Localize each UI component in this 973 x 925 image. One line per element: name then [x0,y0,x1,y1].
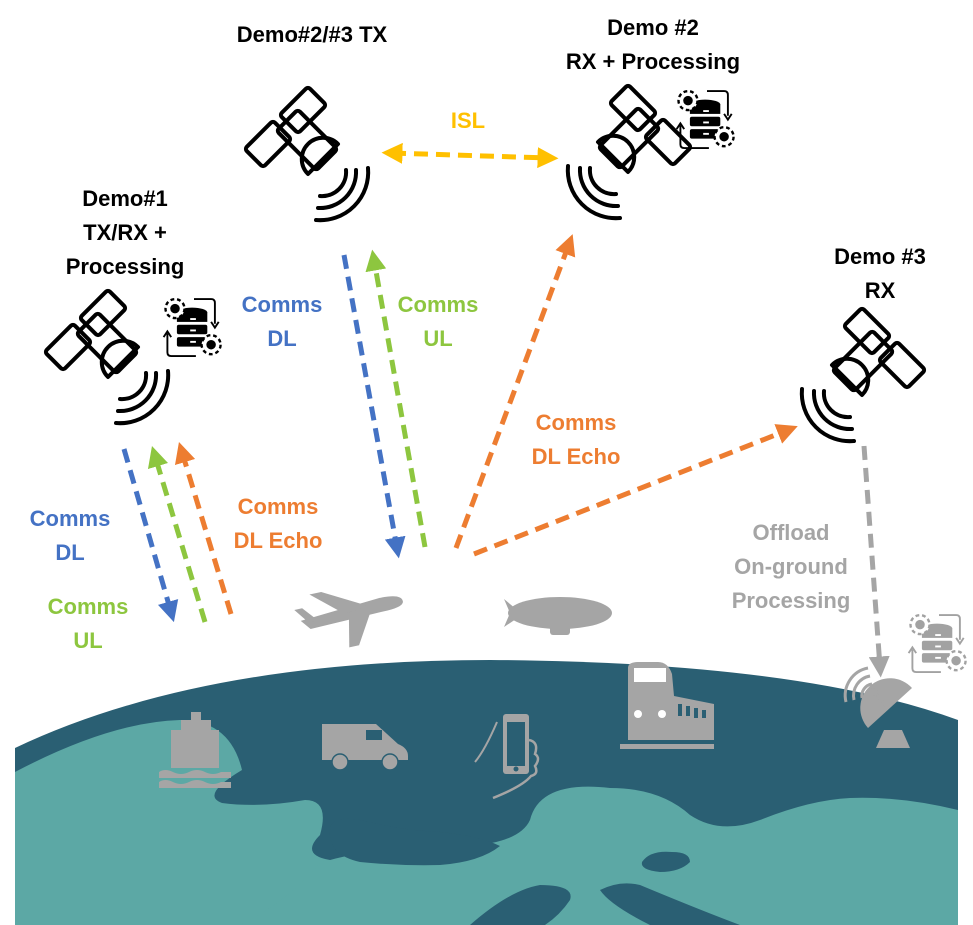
lake-1 [641,851,690,872]
isl-label: ISL [428,104,508,138]
ocean-inlet-1 [329,818,500,866]
label-line: UL [423,326,453,351]
demo23-tx-title: Demo#2/#3 TX [212,18,412,52]
title-line: TX/RX + [83,220,167,245]
satellite-demo23-tx-icon [242,84,371,223]
ocean-inlet-2 [600,883,740,925]
label-line: Comms [241,292,323,317]
demo1-ul-arrow [147,445,208,623]
demo1-ul-label: Comms UL [36,590,140,658]
isl-arrow [381,142,559,169]
demo1-title: Demo#1 TX/RX + Processing [40,182,210,284]
van-icon [322,724,408,771]
echo-to-demo3-arrow [473,424,798,557]
offload-arrow [861,445,890,678]
tx-dl-label: Comms DL [230,288,334,356]
label-line: On-ground [734,554,848,579]
smartphone-icon [474,714,540,800]
label-line: ISL [450,108,486,133]
demo1-echo-label: Comms DL Echo [218,490,338,558]
airship-icon [504,597,612,635]
label-line: DL Echo [233,528,323,553]
demo1-dl-label: Comms DL [18,502,122,570]
satellite-demo2-rx-icon [565,82,694,221]
label-line: Processing [731,588,851,613]
label-line: DL Echo [531,444,621,469]
label-line: Comms [237,494,319,519]
label-line: Comms [29,506,111,531]
offload-label: Offload On-ground Processing [716,516,866,618]
title-line: Demo#1 [82,186,168,211]
label-line: Comms [47,594,129,619]
title-line: Demo#2/#3 TX [236,22,388,47]
earth-globe [15,660,958,925]
echo-to-rx-label: Comms DL Echo [516,406,636,474]
title-line: RX [864,278,896,303]
ground-station-icon [843,666,912,748]
demo1-dl-arrow [121,448,179,623]
tx-ul-label: Comms UL [386,288,490,356]
label-line: DL [267,326,297,351]
land-south [240,786,958,925]
train-icon [620,662,714,749]
satellite-demo1-icon [42,287,171,426]
title-line: Processing [65,254,185,279]
label-line: Comms [535,410,617,435]
demo3-rx-title: Demo #3 RX [800,240,960,308]
ground-processing-icon [907,613,967,674]
satellite-demo3-rx-icon [799,305,928,444]
demo2-rx-title: Demo #2 RX + Processing [548,11,758,79]
label-line: Offload [752,520,830,545]
title-line: RX + Processing [565,49,741,74]
title-line: Demo #3 [834,244,926,269]
tx-dl-arrow [341,254,406,559]
demo1-echo-arrow [174,441,234,615]
ship-icon [159,712,231,788]
label-line: UL [73,628,103,653]
tx-ul-arrow [365,249,428,548]
label-line: Comms [397,292,479,317]
processing-demo1-icon [162,297,222,358]
echo-to-demo2-arrow [453,234,576,549]
airplane-icon [294,591,403,648]
label-line: DL [55,540,85,565]
ocean-inlet-3 [470,885,571,925]
title-line: Demo #2 [607,15,699,40]
